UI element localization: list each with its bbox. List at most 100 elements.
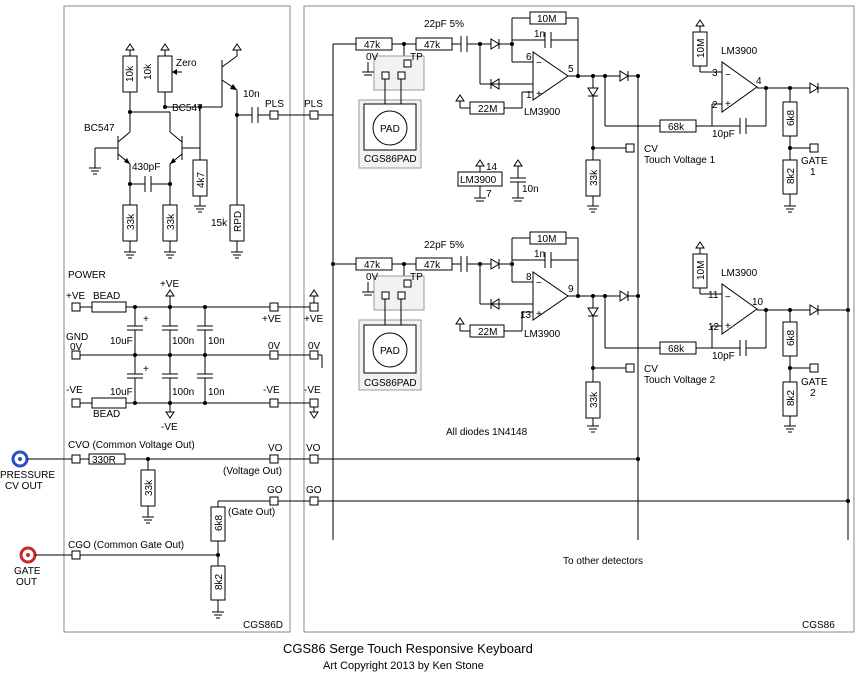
module-label-left: CGS86D xyxy=(243,620,283,631)
label-10pf-1: 10pF xyxy=(712,129,735,140)
label-10m-2: 10M xyxy=(537,234,556,245)
label-6k8-1: 6k8 xyxy=(786,109,797,126)
module-box-cgs86d xyxy=(63,5,291,633)
label-gate: GATE xyxy=(14,566,41,577)
plus-10uf-bottom: + xyxy=(143,364,149,375)
label-pls-out: PLS xyxy=(265,99,284,110)
label-go-in: GO xyxy=(306,485,322,496)
label-33k-b: 33k xyxy=(166,213,177,230)
label-cv-1: CV xyxy=(644,144,658,155)
svg-text:+: + xyxy=(725,321,731,332)
label-100n-top: 100n xyxy=(172,336,194,347)
label-1n-1: 1n xyxy=(534,29,545,40)
label-pressure: PRESSURE xyxy=(0,470,55,481)
label-pin10: 10 xyxy=(752,297,764,308)
label-33k-cvo: 33k xyxy=(144,479,155,496)
pad-circle-2 xyxy=(372,332,408,368)
pin-vo-in xyxy=(309,454,319,464)
pin-0v-left xyxy=(71,350,81,360)
label-4k7: 4k7 xyxy=(196,171,207,188)
label-430pf: 430pF xyxy=(132,162,160,173)
oscillator-section: 10k 10k Zero BC547 BC547 xyxy=(84,43,310,259)
pin-cv-2 xyxy=(625,363,635,373)
diode-2c xyxy=(619,290,629,302)
label-vo-left: VO xyxy=(268,443,283,454)
label-nve-left: -VE xyxy=(66,385,83,396)
label-gate-2: GATE xyxy=(801,377,828,388)
plus-10uf-top: + xyxy=(143,314,149,325)
pad-pin-a xyxy=(381,71,390,80)
label-pin4: 4 xyxy=(756,76,762,87)
pin-nve-left xyxy=(71,398,81,408)
label-pin12: 12 xyxy=(708,322,720,333)
opamp-2b xyxy=(721,283,758,335)
module-label-right: CGS86 xyxy=(802,620,835,631)
trimmer-10k-zero xyxy=(157,55,173,93)
label-pin9: 9 xyxy=(568,284,574,295)
svg-text:−: − xyxy=(536,58,542,69)
label-tp-2: TP xyxy=(410,272,423,283)
label-100n-bottom: 100n xyxy=(172,387,194,398)
label-68k-1: 68k xyxy=(668,122,685,133)
label-lm3900-1b: LM3900 xyxy=(721,46,758,57)
diode-2e xyxy=(809,304,819,316)
label-gnd: GND xyxy=(66,332,88,343)
label-15k: 15k xyxy=(211,218,228,229)
label-bc547-a: BC547 xyxy=(84,123,115,134)
label-gate-1: GATE xyxy=(801,156,828,167)
label-47k-c: 47k xyxy=(364,260,381,271)
svg-text:−: − xyxy=(725,292,731,303)
bead-nve xyxy=(91,397,127,409)
vcc-22m-2 xyxy=(455,317,465,325)
label-vo-in: VO xyxy=(306,443,321,454)
label-6k8-go: 6k8 xyxy=(214,514,225,531)
label-out: OUT xyxy=(16,577,37,588)
label-33k-a: 33k xyxy=(126,213,137,230)
vcc-arrow xyxy=(125,43,135,51)
opamp-2a xyxy=(532,271,569,321)
label-cgs86pad-2: CGS86PAD xyxy=(364,378,417,389)
label-33k-ch2: 33k xyxy=(589,391,600,408)
vcc-arrow xyxy=(232,43,242,51)
label-pve-right: +VE xyxy=(262,314,282,325)
label-47k-a: 47k xyxy=(364,40,381,51)
label-voltage-out: (Voltage Out) xyxy=(223,466,282,477)
jack-center xyxy=(18,457,22,461)
label-8k2-go: 8k2 xyxy=(214,573,225,590)
label-pin8: 8 xyxy=(526,272,532,283)
pin-gate-1 xyxy=(809,143,819,153)
label-47k-d: 47k xyxy=(424,260,441,271)
label-gate-out-paren: (Gate Out) xyxy=(228,507,275,518)
pin-0v-right xyxy=(269,350,279,360)
label-10k-a: 10k xyxy=(125,65,136,82)
label-gate-2-num: 2 xyxy=(810,388,816,399)
label-0v-right: 0V xyxy=(268,341,281,352)
label-10m-1: 10M xyxy=(537,14,556,25)
label-10uf-top: 10uF xyxy=(110,336,133,347)
label-8k2-2: 8k2 xyxy=(786,389,797,406)
diode-1a xyxy=(490,38,500,50)
pin-cvo xyxy=(71,454,81,464)
label-bc547-b: BC547 xyxy=(172,103,203,114)
outputs-section: CVO (Common Voltage Out) PRESSURE CV OUT… xyxy=(0,440,310,619)
channel-1: 47k 47k 22pF 5% 0V TP PAD CGS86PAD xyxy=(333,11,848,213)
label-pin6: 6 xyxy=(526,52,532,63)
pad-pin-d xyxy=(397,291,406,300)
pin-go-in xyxy=(309,496,319,506)
pin-pls-in xyxy=(309,110,319,120)
label-ic-power: LM3900 xyxy=(460,175,497,186)
label-zero: Zero xyxy=(176,58,197,69)
label-nve-bottom: -VE xyxy=(161,422,178,433)
label-cv-out: CV OUT xyxy=(5,481,43,492)
channel-2: 47k 47k 22pF 5% 0V TP PAD CGS86PAD xyxy=(331,231,850,433)
label-10n-out: 10n xyxy=(243,89,260,100)
label-8k2-1: 8k2 xyxy=(786,167,797,184)
vcc-22m-1 xyxy=(455,94,465,102)
pin-0v-in xyxy=(309,350,319,360)
label-pad-2: PAD xyxy=(380,346,400,357)
label-10k-b: 10k xyxy=(143,63,154,80)
label-ic-pin14: 14 xyxy=(486,162,498,173)
label-cv-2: CV xyxy=(644,364,658,375)
label-22m-1: 22M xyxy=(478,104,497,115)
